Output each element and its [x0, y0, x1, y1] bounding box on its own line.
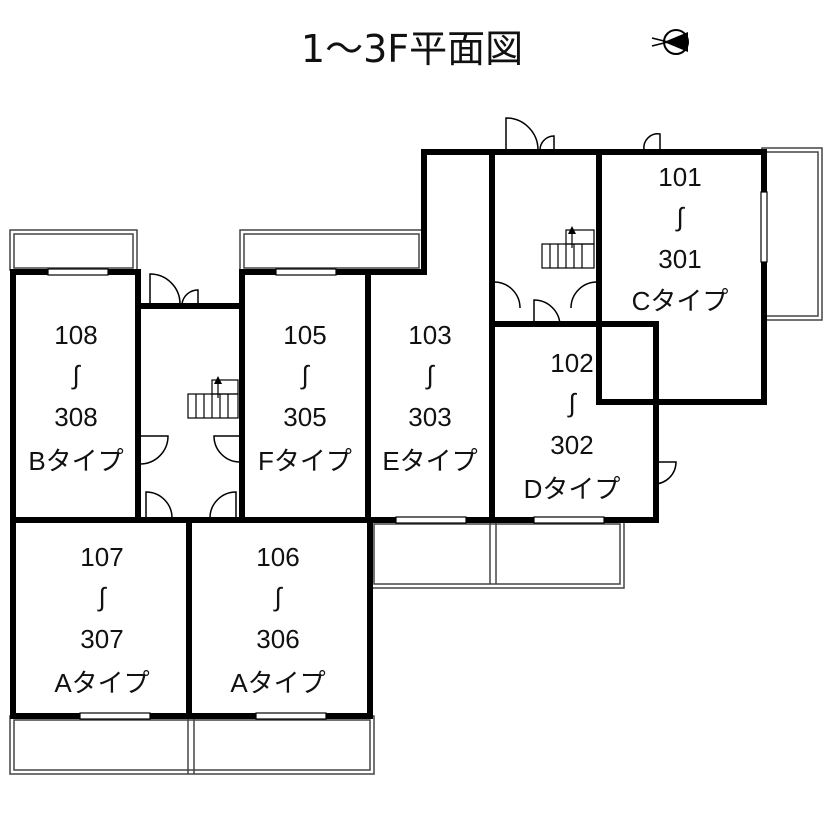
unit-type: Eタイプ	[382, 446, 477, 476]
unit-range-separator: ∫	[272, 582, 283, 612]
unit-type: Aタイプ	[230, 668, 325, 698]
unit-range-separator: ∫	[96, 582, 107, 612]
unit-number-bottom: 308	[54, 402, 97, 432]
unit-102-label: 102 ∫ 302 Dタイプ	[524, 348, 621, 504]
unit-range-separator: ∫	[70, 360, 81, 390]
unit-number-bottom: 306	[256, 624, 299, 654]
windows	[47, 191, 768, 720]
unit-number-top: 108	[54, 320, 97, 350]
unit-range-separator: ∫	[424, 360, 435, 390]
unit-number-bottom: 301	[658, 244, 701, 274]
unit-type: Bタイプ	[28, 446, 123, 476]
unit-range-separator: ∫	[299, 360, 310, 390]
north-arrow-icon	[651, 29, 689, 55]
walls	[10, 149, 767, 719]
unit-105-label: 105 ∫ 305 Fタイプ	[258, 320, 352, 476]
unit-number-bottom: 302	[550, 430, 593, 460]
unit-number-bottom: 307	[80, 624, 123, 654]
unit-type: Dタイプ	[524, 474, 621, 504]
doors	[139, 117, 677, 519]
unit-number-bottom: 305	[283, 402, 326, 432]
unit-number-top: 101	[658, 162, 701, 192]
unit-106-label: 106 ∫ 306 Aタイプ	[230, 542, 325, 698]
unit-number-top: 106	[256, 542, 299, 572]
unit-type: Cタイプ	[632, 286, 729, 316]
unit-103-label: 103 ∫ 303 Eタイプ	[382, 320, 477, 476]
unit-number-top: 103	[408, 320, 451, 350]
unit-type: Aタイプ	[54, 668, 149, 698]
unit-range-separator: ∫	[674, 202, 685, 232]
unit-101-label: 101 ∫ 301 Cタイプ	[632, 162, 729, 316]
page-title: 1～3F平面図	[301, 27, 523, 71]
unit-108-label: 108 ∫ 308 Bタイプ	[28, 320, 123, 476]
stairs-left	[187, 376, 239, 419]
unit-107-label: 107 ∫ 307 Aタイプ	[54, 542, 149, 698]
unit-range-separator: ∫	[566, 388, 577, 418]
unit-number-bottom: 303	[408, 402, 451, 432]
unit-number-top: 105	[283, 320, 326, 350]
unit-number-top: 107	[80, 542, 123, 572]
unit-type: Fタイプ	[258, 446, 352, 476]
unit-number-top: 102	[550, 348, 593, 378]
stairs-right	[541, 226, 595, 269]
